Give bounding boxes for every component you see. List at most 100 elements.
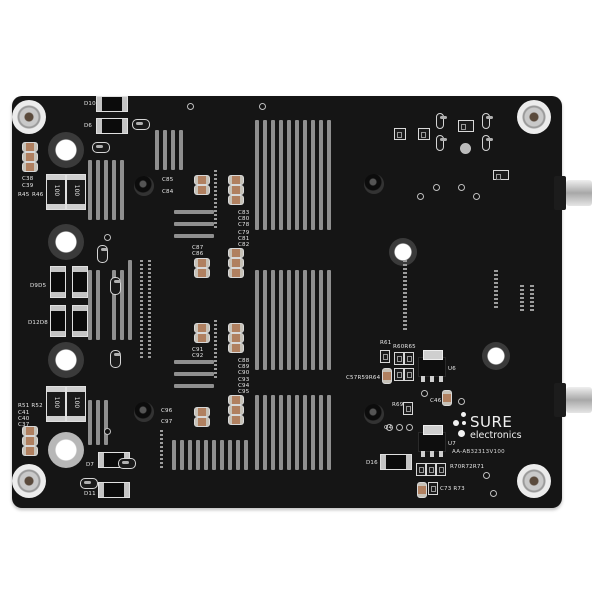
capacitor-c46 bbox=[442, 390, 452, 406]
resistor-r65 bbox=[404, 352, 414, 365]
via-column bbox=[214, 320, 217, 380]
oval-pad bbox=[482, 135, 493, 151]
capacitor-c73 bbox=[417, 482, 427, 498]
corner-standoff-top-left bbox=[12, 100, 46, 134]
resistor-r72 bbox=[426, 463, 436, 476]
via bbox=[417, 193, 424, 200]
capacitor bbox=[22, 152, 38, 162]
rca-jack-body bbox=[554, 176, 566, 210]
screw-head bbox=[364, 404, 384, 424]
resistor-r73 bbox=[428, 482, 438, 495]
resistor-r64 bbox=[404, 368, 414, 381]
label-c95: C95 bbox=[238, 389, 250, 395]
via bbox=[421, 390, 428, 397]
label-d11: D11 bbox=[84, 491, 96, 497]
diode-d11 bbox=[98, 482, 130, 498]
screw-head bbox=[364, 174, 384, 194]
label-q4: Q4 bbox=[384, 425, 393, 431]
diode-d16 bbox=[380, 454, 412, 470]
label-c90: C90 bbox=[238, 370, 250, 376]
label-d9d5: D9D5 bbox=[30, 283, 47, 289]
mounting-hole bbox=[48, 432, 84, 468]
via bbox=[458, 398, 465, 405]
label-c84: C84 bbox=[162, 189, 174, 195]
label-c73r73: C73 R73 bbox=[440, 486, 465, 492]
capacitor bbox=[22, 426, 38, 436]
top-pad bbox=[493, 170, 509, 180]
label-c40: C40 bbox=[18, 416, 30, 422]
power-resistor: 100 bbox=[46, 174, 66, 210]
via bbox=[104, 234, 111, 241]
label-r69: R69 bbox=[392, 402, 404, 408]
label-c89: C89 bbox=[238, 364, 250, 370]
rca-jack-body bbox=[554, 383, 566, 417]
via bbox=[460, 143, 471, 154]
label-r70r72r71: R70R72R71 bbox=[450, 464, 485, 470]
label-c81: C81 bbox=[238, 236, 250, 242]
via bbox=[187, 103, 194, 110]
power-resistor: 100 bbox=[66, 386, 86, 422]
label-c83: C83 bbox=[238, 210, 250, 216]
oval-pad bbox=[80, 478, 98, 489]
via-column bbox=[160, 430, 163, 470]
label-c85: C85 bbox=[162, 177, 174, 183]
capacitor bbox=[22, 446, 38, 456]
part-number: AA-AB32313V100 bbox=[452, 449, 505, 455]
label-d16: D16 bbox=[366, 460, 378, 466]
rca-jack-bottom bbox=[566, 387, 592, 413]
via-column bbox=[148, 260, 151, 360]
screw-head bbox=[134, 402, 154, 422]
diode-d5 bbox=[72, 266, 88, 298]
resistor-r59 bbox=[394, 368, 404, 381]
label-c87: C87 bbox=[192, 245, 204, 251]
via-column bbox=[403, 260, 407, 330]
oval-pad bbox=[118, 458, 136, 469]
label-c41: C41 bbox=[18, 410, 30, 416]
power-resistor: 100 bbox=[66, 174, 86, 210]
oval-pad bbox=[110, 350, 121, 368]
mounting-hole bbox=[48, 132, 84, 168]
via-column bbox=[214, 170, 217, 230]
capacitor-c57 bbox=[382, 368, 392, 384]
label-r46: R46 bbox=[32, 192, 44, 198]
via-column bbox=[140, 260, 143, 360]
oval-pad bbox=[436, 113, 447, 129]
screw-head bbox=[134, 176, 154, 196]
via bbox=[433, 184, 440, 191]
label-u6: U6 bbox=[448, 366, 456, 372]
resistor-r61 bbox=[380, 350, 390, 363]
top-pad bbox=[394, 128, 406, 140]
resistor-r69 bbox=[403, 402, 413, 415]
label-c39: C39 bbox=[22, 183, 34, 189]
via bbox=[259, 103, 266, 110]
oval-pad bbox=[92, 142, 110, 153]
diode-d9 bbox=[50, 266, 66, 298]
label-c91: C91 bbox=[192, 347, 204, 353]
label-c82: C82 bbox=[238, 242, 250, 248]
label-c57r59r64: C57R59R64 bbox=[346, 375, 381, 381]
oval-pad bbox=[436, 135, 447, 151]
label-c37: C37 bbox=[18, 422, 30, 428]
diode-d8 bbox=[72, 305, 88, 337]
label-r45: R45 bbox=[18, 192, 30, 198]
label-c97: C97 bbox=[161, 419, 173, 425]
label-c92: C92 bbox=[192, 353, 204, 359]
label-c88: C88 bbox=[238, 358, 250, 364]
via-column bbox=[494, 270, 498, 310]
brand-subtitle: electronics bbox=[470, 430, 522, 441]
via bbox=[490, 490, 497, 497]
label-c94: C94 bbox=[238, 383, 250, 389]
label-d12d8: D12D8 bbox=[28, 320, 48, 326]
label-c86: C86 bbox=[192, 251, 204, 257]
regulator-u7 bbox=[418, 425, 446, 457]
via bbox=[458, 184, 465, 191]
label-c96: C96 bbox=[161, 408, 173, 414]
mounting-hole bbox=[48, 342, 84, 378]
via-column bbox=[520, 285, 524, 313]
mounting-hole bbox=[482, 342, 510, 370]
label-c80: C80 bbox=[238, 216, 250, 222]
label-u7: U7 bbox=[448, 441, 456, 447]
brand-name: SURE bbox=[470, 413, 513, 431]
label-r61: R61 bbox=[380, 340, 392, 346]
label-c78: C78 bbox=[238, 222, 250, 228]
